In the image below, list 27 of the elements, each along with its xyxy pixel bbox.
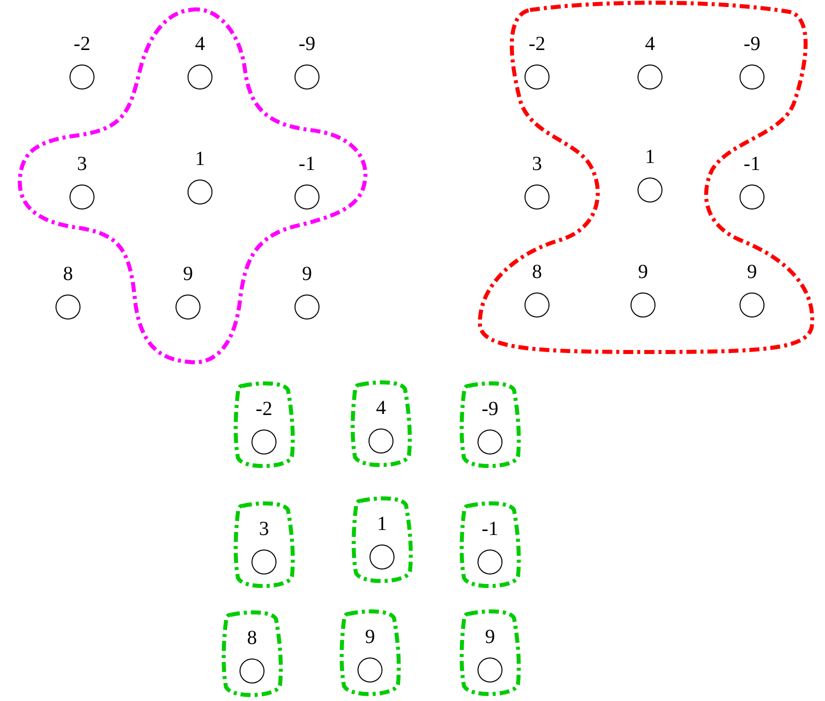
- number-label: -2: [528, 33, 546, 55]
- number-label: -9: [744, 33, 760, 55]
- number-label: -2: [74, 33, 90, 55]
- number-label: 9: [183, 263, 193, 285]
- number-label: 4: [376, 397, 386, 419]
- number-label: 9: [638, 261, 648, 283]
- number-label: 9: [485, 626, 495, 648]
- number-label: 1: [377, 513, 387, 535]
- number-label: -2: [256, 398, 272, 420]
- number-label: 9: [365, 626, 375, 648]
- number-label: 8: [532, 261, 542, 283]
- number-label: 1: [195, 148, 205, 170]
- number-label: 9: [747, 261, 757, 283]
- number-label: 9: [302, 263, 312, 285]
- number-label: 1: [645, 146, 655, 168]
- number-label: -9: [298, 33, 316, 55]
- number-label: 3: [532, 153, 542, 175]
- number-label: -1: [744, 153, 760, 175]
- number-label: 4: [195, 33, 205, 55]
- number-label: 4: [645, 33, 655, 55]
- number-label: -1: [482, 518, 498, 540]
- number-label: 8: [63, 263, 73, 285]
- number-label: 3: [259, 518, 269, 540]
- number-label: 3: [77, 153, 87, 175]
- number-label: -9: [482, 398, 498, 420]
- number-label: 8: [247, 627, 257, 649]
- number-label: -1: [298, 153, 316, 175]
